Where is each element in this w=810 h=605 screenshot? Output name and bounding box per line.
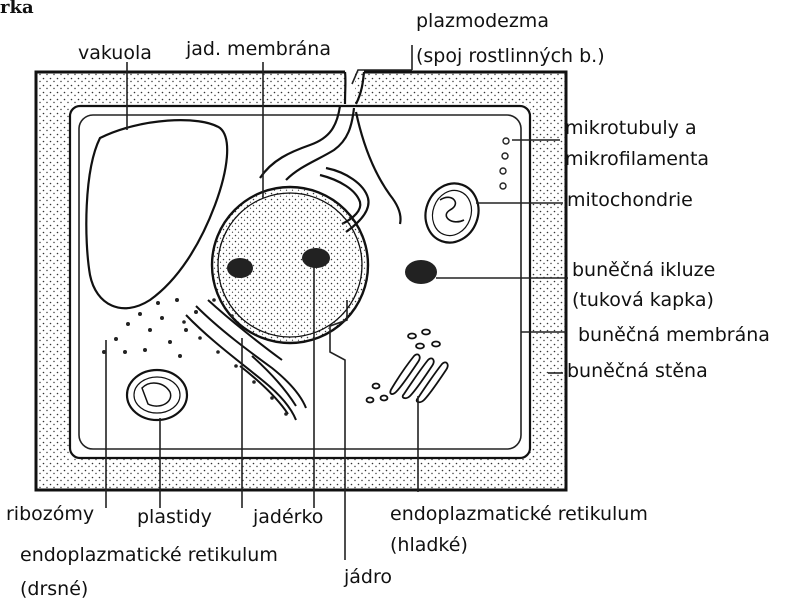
label-jad-membrana: jad. membrána: [185, 38, 331, 60]
label-er-drsne-desc: (drsné): [20, 578, 88, 600]
nucleolus: [302, 248, 330, 268]
label-bunecna-stena: buněčná stěna: [567, 360, 708, 382]
label-tukova-kapka: (tuková kapka): [572, 289, 714, 311]
label-jaderko: jadérko: [252, 506, 323, 528]
label-plastidy: plastidy: [137, 506, 212, 528]
label-er-drsne: endoplazmatické retikulum: [20, 544, 278, 566]
mitochondrion: [417, 176, 486, 250]
label-bunecna-inkluze: buněčná ikluze: [572, 259, 715, 281]
label-plazmodezma-desc: (spoj rostlinných b.): [416, 45, 605, 67]
plastid: [127, 370, 187, 420]
er-strand-3: [356, 112, 401, 224]
er-strand-2: [286, 108, 354, 180]
label-ribozomy: ribozómy: [6, 503, 94, 525]
label-er-hladke: endoplazmatické retikulum: [390, 503, 648, 525]
microtubules: [500, 138, 509, 189]
label-mikrofilamenta: mikrofilamenta: [565, 148, 709, 170]
label-er-hladke-desc: (hladké): [390, 534, 468, 556]
header-fragment: rka: [0, 0, 34, 18]
label-mitochondrie: mitochondrie: [567, 189, 693, 211]
label-bunecna-membrana: buněčná membrána: [578, 324, 770, 346]
label-mikrotubuly: mikrotubuly a: [565, 117, 697, 139]
vacuole: [86, 120, 227, 308]
fat-droplet: [405, 260, 437, 284]
label-jadro: jádro: [343, 566, 392, 588]
label-vakuola: vakuola: [78, 42, 152, 64]
label-plazmodezma: plazmodezma: [416, 10, 549, 32]
er-strand: [260, 106, 340, 178]
smooth-er: [367, 330, 448, 403]
nucleolus-2: [227, 258, 253, 278]
